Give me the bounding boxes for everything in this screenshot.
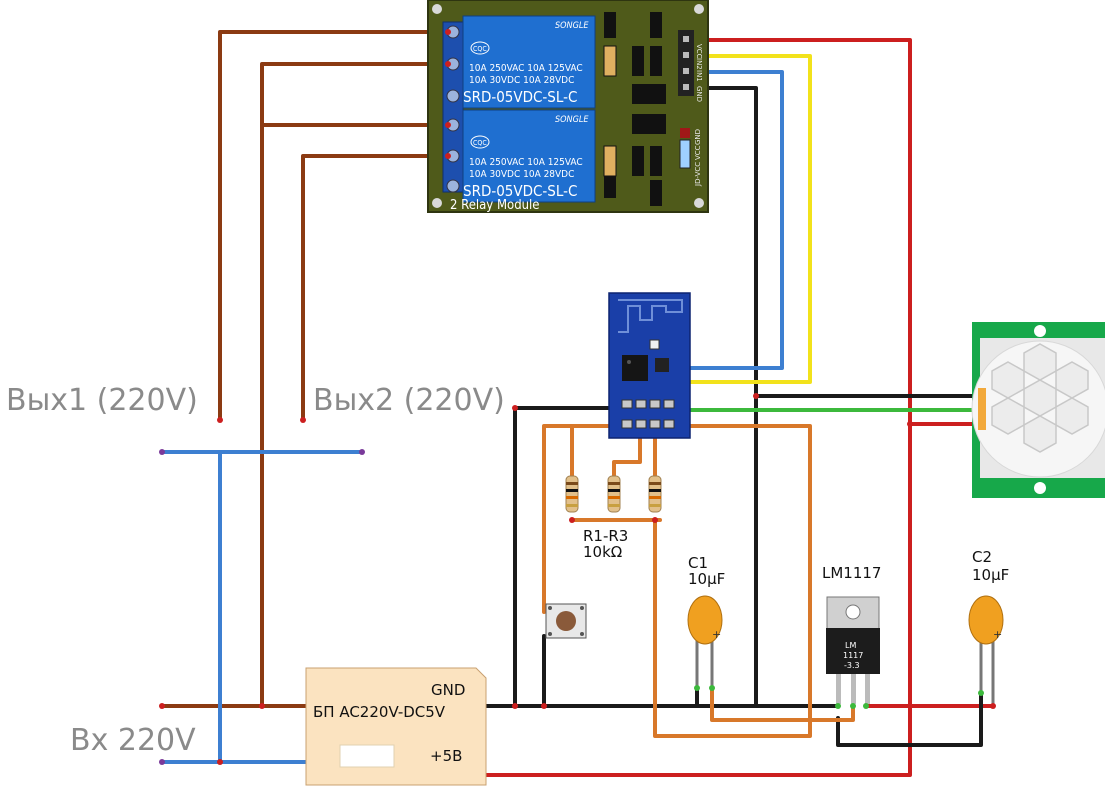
pin-jvcc: VCC	[694, 145, 702, 160]
psu-plus-label: +5В	[430, 747, 462, 765]
pin-vcc: VCC	[695, 44, 703, 59]
label-resistors-value: 10kΩ	[583, 543, 622, 561]
wire-gnd-relay	[688, 86, 758, 708]
label-regulator: LM1117	[822, 564, 881, 582]
relay-module: SONGLE CQC 10A 250VAC 10A 125VAC 10A 30V…	[427, 0, 709, 213]
wire-out1-a	[218, 30, 450, 422]
label-c2: C2	[972, 548, 992, 566]
pin-in2: IN2	[695, 58, 703, 70]
connection-dots	[159, 29, 996, 765]
brown-wires	[160, 30, 450, 708]
label-c1: C1	[688, 554, 708, 572]
label-out1: Вых1 (220V)	[6, 383, 198, 418]
relay-2	[462, 109, 596, 203]
label-input: Вх 220V	[70, 723, 196, 758]
resistor-r1	[565, 475, 579, 513]
reg-line1: LM	[845, 641, 856, 650]
red-wires	[484, 38, 995, 777]
wire-r2-top	[612, 424, 642, 480]
capacitor-c1: +	[687, 595, 723, 688]
reg-line2: 1117	[843, 651, 863, 660]
relay2-cert: CQC	[473, 139, 487, 147]
wire-33-left	[542, 424, 627, 614]
relay1-rating2: 10A 30VDC 10A 28VDC	[469, 75, 574, 86]
relay-1	[462, 15, 596, 109]
relay2-rating1: 10A 250VAC 10A 125VAC	[469, 157, 583, 168]
wire-5v-main	[484, 38, 912, 777]
resistor-r2	[607, 475, 621, 513]
resistor-r3	[648, 475, 662, 513]
lm1117-regulator: LM 1117 -3.3	[826, 596, 880, 704]
wire-in-relay1	[260, 62, 450, 708]
blue-wires	[160, 450, 364, 764]
psu-name: БП AC220V-DC5V	[313, 703, 446, 721]
relay2-brand: SONGLE	[555, 115, 589, 125]
relay1-rating1: 10A 250VAC 10A 125VAC	[469, 63, 583, 74]
wire-33-c1	[710, 686, 855, 722]
push-button	[545, 603, 587, 639]
wire-33-loop	[653, 424, 812, 738]
reg-line3: -3.3	[844, 661, 860, 670]
label-c2-value: 10µF	[972, 566, 1009, 584]
relay1-cert: CQC	[473, 45, 487, 53]
capacitor-c2: +	[968, 595, 1004, 706]
relay1-brand: SONGLE	[555, 21, 589, 31]
wire-gnd-c2	[836, 691, 983, 747]
relay2-model: SRD-05VDC-SL-C	[463, 182, 577, 200]
esp-board	[608, 292, 691, 439]
psu-gnd-label: GND	[431, 681, 465, 699]
wire-out2-a	[301, 154, 450, 422]
pin-jd-vcc: JD-VCC	[694, 162, 702, 187]
relay2-rating2: 10A 30VDC 10A 28VDC	[469, 169, 574, 180]
svg-text:+: +	[712, 628, 721, 641]
label-c1-value: 10µF	[688, 570, 725, 588]
relay1-model: SRD-05VDC-SL-C	[463, 88, 577, 106]
relay-module-title: 2 Relay Module	[450, 198, 539, 213]
svg-text:+: +	[993, 628, 1002, 641]
pin-in1: IN1	[695, 70, 703, 82]
esp01-module	[608, 292, 691, 439]
resistors	[565, 475, 662, 513]
pir-sensor	[971, 322, 1105, 498]
psu-module: GND БП AC220V-DC5V +5В	[305, 667, 487, 786]
label-out2: Вых2 (220V)	[313, 383, 505, 418]
pin-gnd: GND	[695, 86, 703, 102]
pin-jgnd: GND	[694, 129, 702, 145]
black-wires	[484, 86, 983, 747]
label-resistors: R1-R3	[583, 527, 628, 545]
